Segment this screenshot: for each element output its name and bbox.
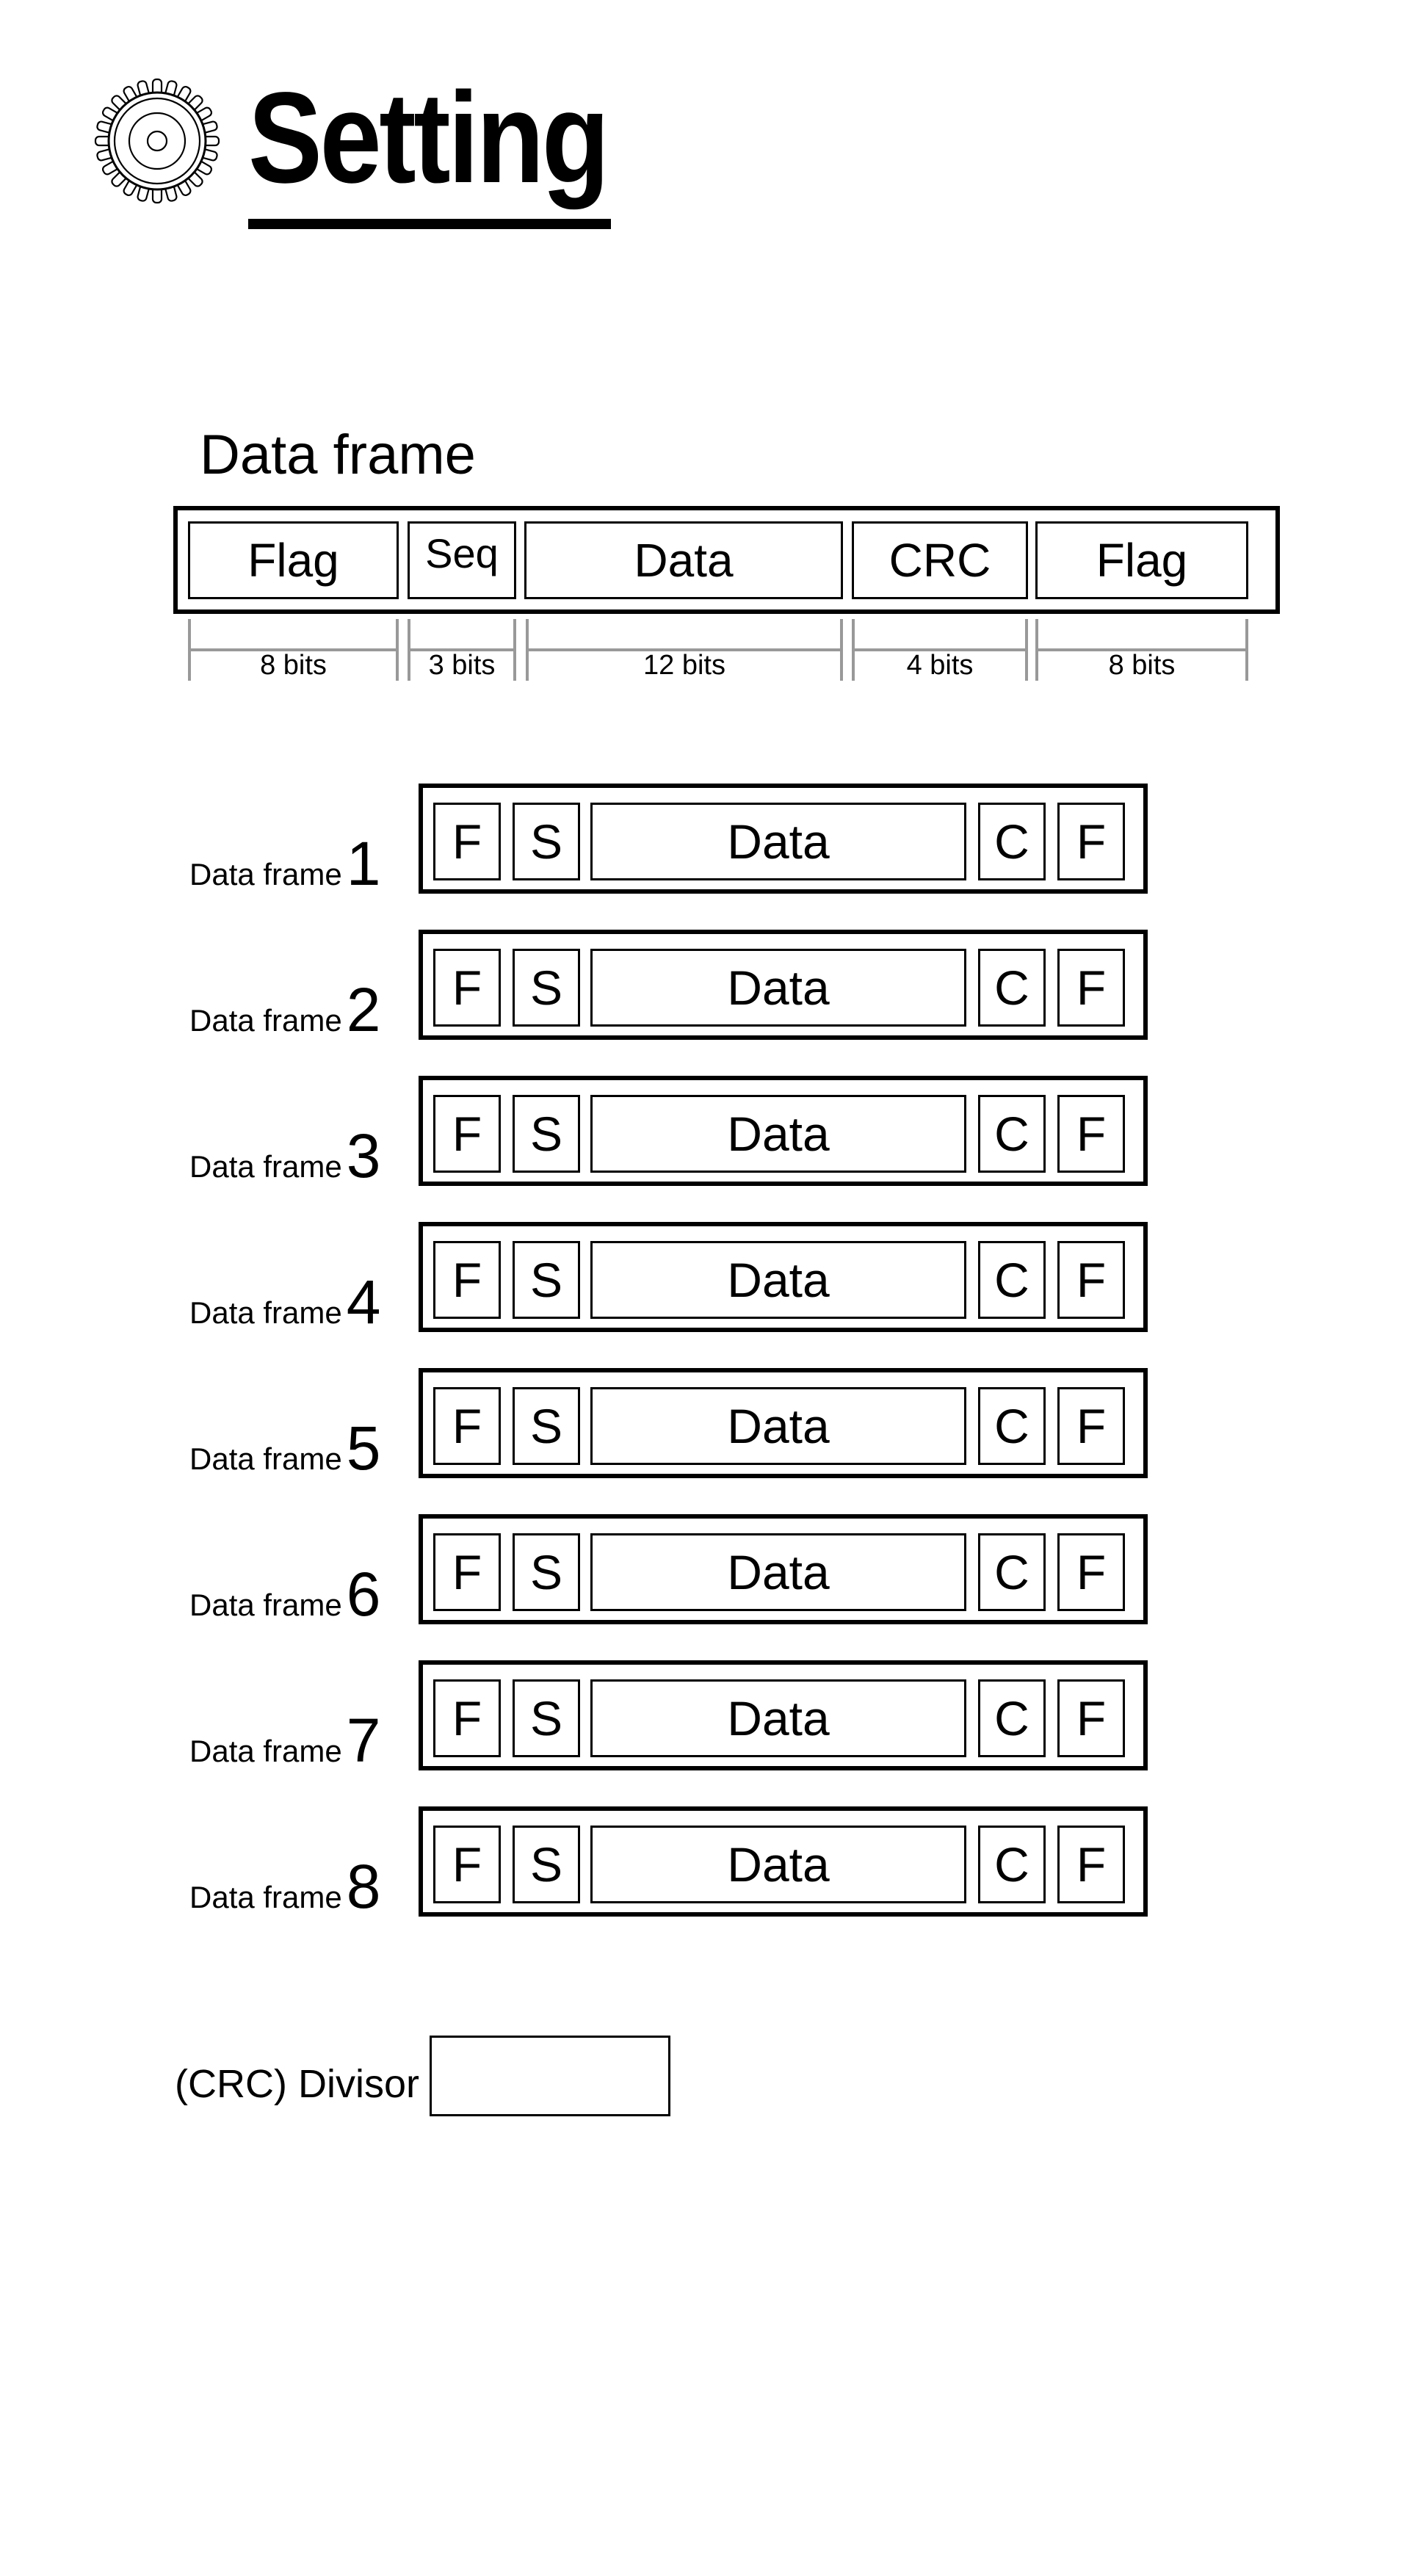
- field-label: Data: [634, 534, 734, 587]
- frame-structure-title: Data frame: [200, 424, 476, 486]
- data-frame-8-label: Data frame8: [189, 1852, 381, 1921]
- field-flag-start: Flag: [188, 521, 399, 599]
- seq-cell: S: [513, 1826, 580, 1903]
- data-cell: Data: [590, 1679, 966, 1757]
- data-frame-6: F S Data C F: [419, 1514, 1148, 1624]
- crc-cell: C: [978, 1387, 1046, 1465]
- bit-width-label: 8 bits: [260, 650, 327, 681]
- flag-cell: F: [1057, 1387, 1125, 1465]
- seq-cell: S: [513, 1533, 580, 1611]
- crc-cell: C: [978, 949, 1046, 1027]
- flag-cell: F: [433, 1826, 501, 1903]
- seq-cell: S: [513, 1679, 580, 1757]
- data-frame-4-label: Data frame4: [189, 1267, 381, 1336]
- data-frame-2-label: Data frame2: [189, 975, 381, 1044]
- frame-structure-box: [173, 506, 1280, 614]
- flag-cell: F: [433, 1533, 501, 1611]
- flag-cell: F: [433, 1387, 501, 1465]
- crc-cell: C: [978, 1095, 1046, 1173]
- data-frame-6-label: Data frame6: [189, 1560, 381, 1629]
- crc-cell: C: [978, 1533, 1046, 1611]
- flag-cell: F: [433, 1679, 501, 1757]
- flag-cell: F: [433, 1241, 501, 1319]
- seq-cell: S: [513, 1241, 580, 1319]
- flag-cell: F: [1057, 1241, 1125, 1319]
- crc-divisor-label: (CRC) Divisor: [175, 2062, 419, 2106]
- bit-width-label: 12 bits: [643, 650, 725, 681]
- bit-width-label: 8 bits: [1108, 650, 1176, 681]
- data-frame-7: F S Data C F: [419, 1660, 1148, 1770]
- crc-divisor-input[interactable]: [430, 2036, 670, 2116]
- data-frame-1: F S Data C F: [419, 784, 1148, 894]
- data-frame-3: F S Data C F: [419, 1076, 1148, 1186]
- bit-width-flag-start: 8 bits: [188, 619, 399, 681]
- data-cell: Data: [590, 1387, 966, 1465]
- data-frame-7-label: Data frame7: [189, 1706, 381, 1775]
- flag-cell: F: [1057, 1533, 1125, 1611]
- gear-icon: [94, 78, 220, 204]
- bit-width-label: 4 bits: [906, 650, 974, 681]
- field-flag-end: Flag: [1035, 521, 1248, 599]
- page-title: Setting: [248, 66, 609, 210]
- data-cell: Data: [590, 949, 966, 1027]
- data-cell: Data: [590, 803, 966, 880]
- data-frame-4: F S Data C F: [419, 1222, 1148, 1332]
- data-frame-3-label: Data frame3: [189, 1121, 381, 1190]
- field-label: Flag: [247, 534, 339, 587]
- bit-width-flag-end: 8 bits: [1035, 619, 1248, 681]
- field-data: Data: [524, 521, 843, 599]
- data-frame-5: F S Data C F: [419, 1368, 1148, 1478]
- data-cell: Data: [590, 1241, 966, 1319]
- seq-cell: S: [513, 949, 580, 1027]
- flag-cell: F: [1057, 1095, 1125, 1173]
- crc-cell: C: [978, 1826, 1046, 1903]
- bit-width-seq: 3 bits: [408, 619, 516, 681]
- title-underline: [248, 219, 611, 229]
- flag-cell: F: [1057, 949, 1125, 1027]
- data-cell: Data: [590, 1095, 966, 1173]
- data-cell: Data: [590, 1826, 966, 1903]
- seq-cell: S: [513, 803, 580, 880]
- field-label: Flag: [1096, 534, 1188, 587]
- flag-cell: F: [433, 803, 501, 880]
- crc-cell: C: [978, 1679, 1046, 1757]
- crc-cell: C: [978, 1241, 1046, 1319]
- data-frame-1-label: Data frame1: [189, 829, 381, 898]
- flag-cell: F: [433, 1095, 501, 1173]
- bit-width-crc: 4 bits: [852, 619, 1028, 681]
- flag-cell: F: [433, 949, 501, 1027]
- flag-cell: F: [1057, 803, 1125, 880]
- field-label: Seq: [425, 530, 499, 576]
- flag-cell: F: [1057, 1826, 1125, 1903]
- data-cell: Data: [590, 1533, 966, 1611]
- data-frame-8: F S Data C F: [419, 1806, 1148, 1917]
- data-frame-2: F S Data C F: [419, 930, 1148, 1040]
- seq-cell: S: [513, 1387, 580, 1465]
- field-crc: CRC: [852, 521, 1028, 599]
- bit-width-data: 12 bits: [526, 619, 843, 681]
- bit-width-label: 3 bits: [428, 650, 496, 681]
- field-label: CRC: [888, 534, 991, 587]
- data-frame-5-label: Data frame5: [189, 1414, 381, 1483]
- seq-cell: S: [513, 1095, 580, 1173]
- flag-cell: F: [1057, 1679, 1125, 1757]
- crc-cell: C: [978, 803, 1046, 880]
- field-seq: Seq: [408, 521, 516, 599]
